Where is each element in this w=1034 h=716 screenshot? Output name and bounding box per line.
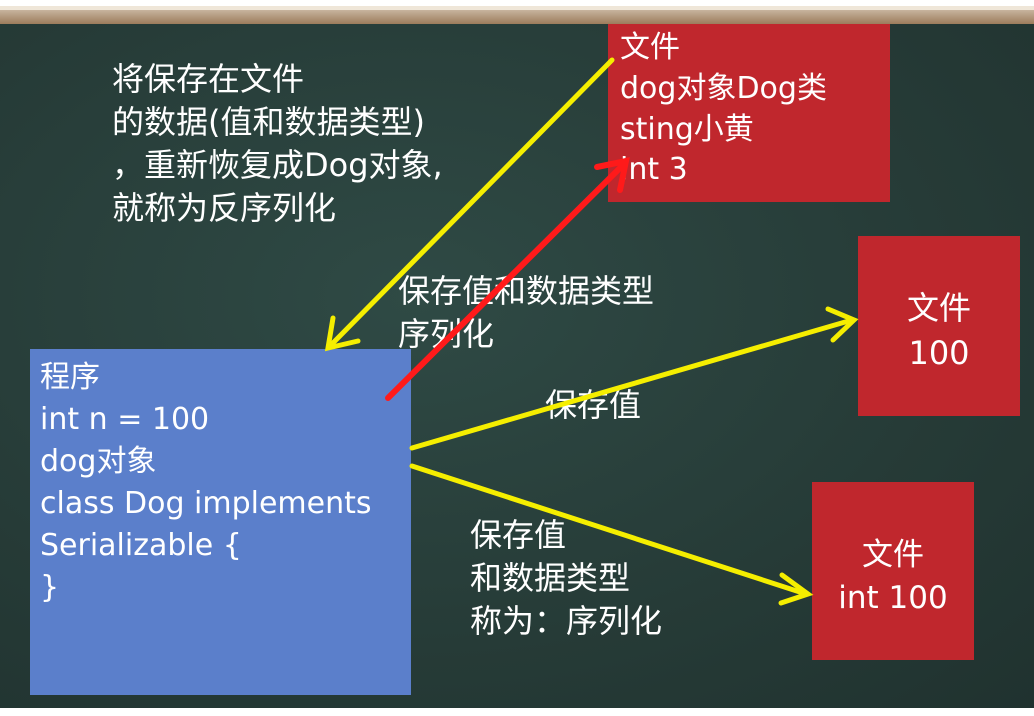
arrow-deserialize <box>324 57 615 352</box>
serialization-text: 保存值和数据类型 序列化 <box>398 270 654 356</box>
code-line: } <box>40 570 60 605</box>
arrow-save-value-and-type <box>409 463 814 606</box>
text-line: 和数据类型 <box>470 558 631 597</box>
text-line: 序列化 <box>398 314 495 353</box>
file-box-line: dog对象Dog类 <box>620 70 827 106</box>
text-line: 将保存在文件 <box>112 60 305 98</box>
file-box-value: 文件 100 <box>858 236 1020 416</box>
code-line: dog对象 <box>40 444 157 479</box>
blackboard-frame <box>0 10 1034 24</box>
deserialization-text: 将保存在文件 的数据(值和数据类型) ，重新恢复成Dog对象, 就称为反序列化 <box>112 58 443 230</box>
text-line: 保存值 <box>470 516 567 554</box>
text-line: 的数据(值和数据类型) <box>112 102 425 141</box>
serialization-definition-text: 保存值 和数据类型 称为：序列化 <box>470 514 662 643</box>
file-box-line: 文件 <box>620 30 680 65</box>
code-line: 程序 <box>40 360 100 395</box>
file-box-line: 100 <box>908 333 970 372</box>
text-line: 就称为反序列化 <box>112 188 337 227</box>
arrow-save-value <box>409 306 859 451</box>
file-box-line: 文件 <box>906 289 971 327</box>
file-box-line: 文件 <box>862 537 924 573</box>
text-line: ，重新恢复成Dog对象, <box>112 145 443 184</box>
code-line: Serializable { <box>40 528 242 563</box>
text-line: 保存值和数据类型 <box>398 272 655 310</box>
text-line: 称为：序列化 <box>470 601 663 640</box>
code-line: class Dog implements <box>40 486 372 521</box>
file-box-object: 文件 dog对象Dog类 sting小黄 int 3 <box>608 24 890 202</box>
file-box-line: int 3 <box>620 152 688 188</box>
code-line: int n = 100 <box>40 402 210 437</box>
file-box-typed-value: 文件 int 100 <box>812 482 974 660</box>
file-box-line: int 100 <box>838 580 948 617</box>
program-box: 程序 int n = 100 dog对象 class Dog implement… <box>30 349 411 695</box>
arrow-serialize <box>385 157 630 401</box>
file-box-line: sting小黄 <box>620 111 754 147</box>
